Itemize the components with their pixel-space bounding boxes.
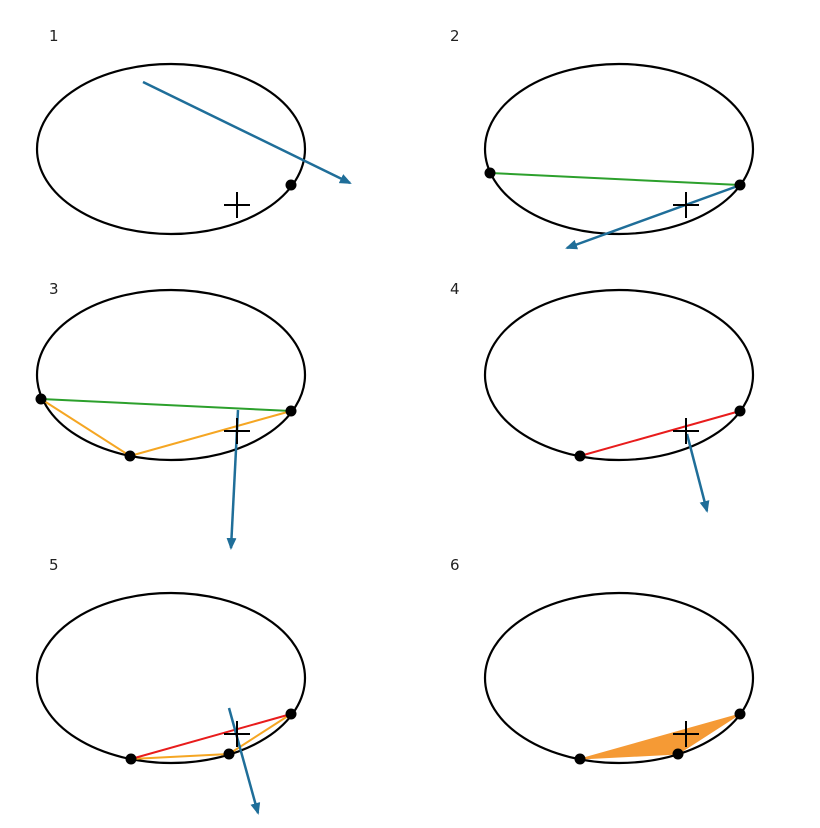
arrow-icon — [685, 433, 710, 513]
ellipse — [483, 591, 755, 765]
panel-label-3: 3 — [49, 280, 59, 298]
panel-3: 3 — [35, 280, 307, 550]
ellipse — [483, 288, 755, 462]
point-dot-icon — [125, 753, 137, 765]
arrow-icon — [142, 80, 352, 185]
point-dot-icon — [734, 179, 746, 191]
filled-triangle — [579, 713, 741, 760]
point-dot-icon — [35, 393, 47, 405]
target-cross-icon — [224, 192, 250, 218]
point-dot-icon — [574, 753, 586, 765]
guide-line — [40, 398, 292, 458]
target-cross-icon — [224, 721, 250, 747]
arrow-icon — [565, 185, 736, 250]
chord-line — [489, 172, 741, 186]
ellipse — [483, 62, 755, 236]
point-dot-icon — [734, 708, 746, 720]
point-dot-icon — [124, 450, 136, 462]
edge-line — [130, 713, 292, 760]
point-dot-icon — [484, 167, 496, 179]
point-dot-icon — [285, 708, 297, 720]
panel-label-1: 1 — [49, 27, 59, 45]
panel-label-4: 4 — [450, 280, 460, 298]
point-dot-icon — [285, 179, 297, 191]
panel-6: 6 — [450, 556, 755, 765]
point-dot-icon — [223, 748, 235, 760]
panel-label-6: 6 — [450, 556, 460, 574]
target-cross-icon — [673, 721, 699, 747]
panel-label-5: 5 — [49, 556, 59, 574]
ellipse — [35, 591, 307, 765]
ellipse — [35, 288, 307, 462]
point-dot-icon — [574, 450, 586, 462]
panel-5: 5 — [35, 556, 307, 815]
panel-label-2: 2 — [450, 27, 460, 45]
target-cross-icon — [673, 192, 699, 218]
panel-4: 4 — [450, 280, 755, 513]
point-dot-icon — [734, 405, 746, 417]
point-dot-icon — [672, 748, 684, 760]
target-cross-icon — [673, 418, 699, 444]
edge-line — [579, 410, 741, 457]
target-cross-icon — [224, 418, 250, 444]
panel-2: 2 — [450, 27, 755, 250]
panel-1: 1 — [35, 27, 352, 236]
chord-line — [40, 398, 292, 412]
arrow-icon — [227, 707, 261, 815]
ellipse — [35, 62, 307, 236]
point-dot-icon — [285, 405, 297, 417]
